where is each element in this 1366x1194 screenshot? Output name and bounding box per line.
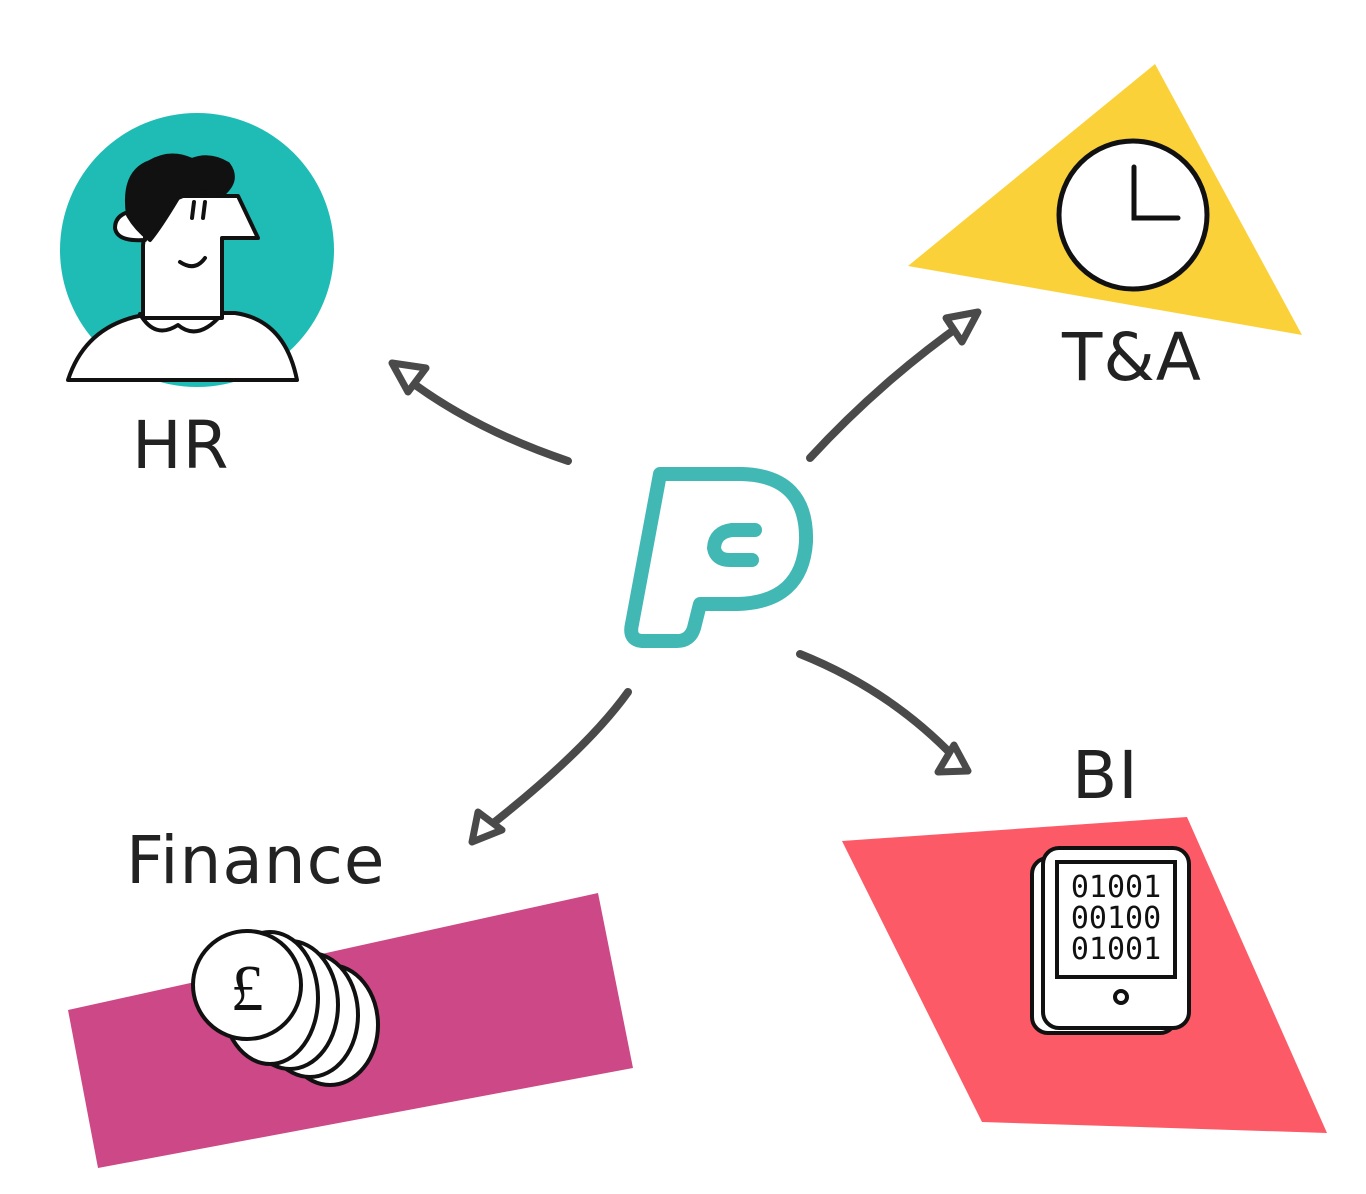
coins-icon: £ (191, 929, 380, 1087)
ta-node (908, 64, 1302, 335)
hr-node (60, 113, 334, 387)
arrow-to-ta (806, 308, 982, 462)
binary-line-1: 01001 (1071, 870, 1161, 905)
tablet-icon: 01001 00100 01001 (1030, 846, 1191, 1035)
hr-label: HR (132, 407, 230, 484)
finance-label: Finance (126, 822, 386, 899)
logo-p-icon (624, 467, 814, 648)
pound-symbol: £ (231, 952, 264, 1025)
arrow-to-finance (468, 688, 632, 846)
arrow-to-bi (796, 650, 972, 776)
ta-label: T&A (1062, 319, 1202, 396)
binary-line-3: 01001 (1071, 932, 1161, 967)
finance-node: £ (68, 893, 633, 1168)
bi-label: BI (1072, 737, 1139, 814)
person-icon (66, 153, 299, 382)
arrow-to-hr (388, 359, 572, 465)
bi-node: 01001 00100 01001 (842, 817, 1327, 1133)
clock-icon (1056, 138, 1210, 292)
binary-line-2: 00100 (1071, 901, 1161, 936)
arrows (388, 308, 982, 846)
